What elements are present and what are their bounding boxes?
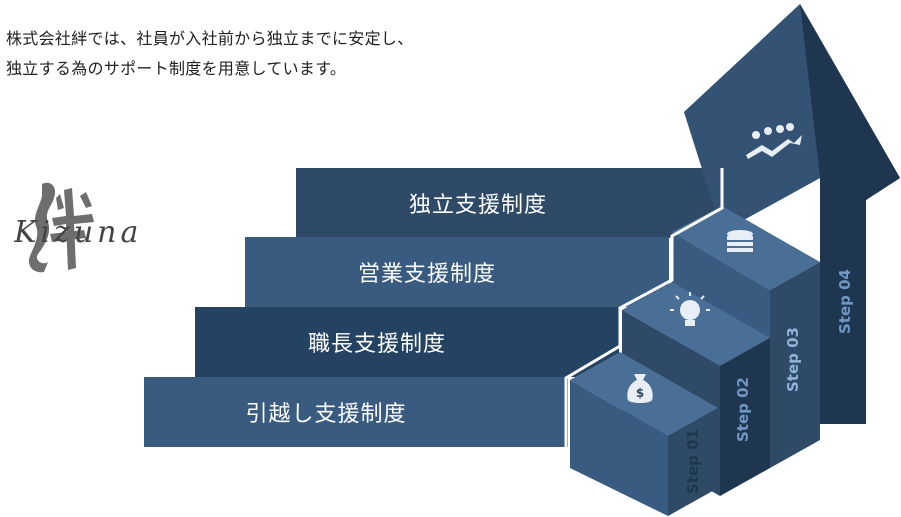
band-independence-support: 独立支援制度 [296, 168, 720, 238]
band-relocation-support: 引越し支援制度 [144, 377, 568, 447]
lightbulb-icon [670, 292, 710, 326]
band-foreman-support: 職長支援制度 [195, 307, 619, 377]
band-sales-support: 営業支援制度 [245, 237, 669, 307]
coin-stack-icon [727, 230, 753, 252]
band-label: 独立支援制度 [408, 193, 547, 218]
intro-text: 株式会社絆では、社員が入社前から独立までに安定し、 独立する為のサポート制度を用… [6, 24, 414, 84]
step-02-label: Step 02 [734, 377, 752, 442]
intro-line-2: 独立する為のサポート制度を用意しています。 [6, 59, 347, 78]
step-04-label: Step 04 [836, 269, 854, 334]
step-04-arrow [684, 4, 900, 424]
team-growth-icon [746, 123, 802, 159]
step-03-label: Step 03 [784, 327, 802, 392]
svg-text:$: $ [636, 386, 644, 400]
kizuna-logo: Kizuna [14, 182, 142, 273]
money-bag-icon: $ [627, 374, 653, 403]
step-01-label: Step 01 [684, 429, 702, 494]
band-label: 職長支援制度 [307, 332, 446, 357]
band-label: 営業支援制度 [357, 262, 496, 287]
logo-script-text: Kizuna [14, 215, 142, 250]
band-label: 引越し支援制度 [245, 402, 407, 427]
intro-line-1: 株式会社絆では、社員が入社前から独立までに安定し、 [6, 29, 414, 48]
